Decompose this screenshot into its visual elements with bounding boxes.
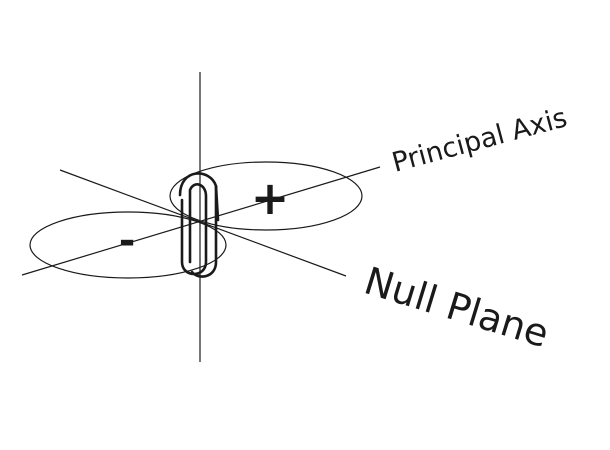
dipole-clip-tip bbox=[214, 184, 220, 222]
principal-axis-label: Principal Axis bbox=[389, 102, 571, 178]
dipole-clip-outer bbox=[178, 172, 218, 278]
dipole-clip-inner bbox=[180, 183, 208, 276]
negative-sign-label: - bbox=[119, 218, 136, 264]
dipole-element bbox=[178, 172, 220, 278]
positive-lobe bbox=[169, 161, 363, 231]
negative-lobe bbox=[29, 211, 227, 279]
null-plane-line bbox=[59, 169, 347, 277]
positive-sign-label: + bbox=[251, 171, 290, 225]
null-plane-label: Null Plane bbox=[359, 259, 554, 357]
